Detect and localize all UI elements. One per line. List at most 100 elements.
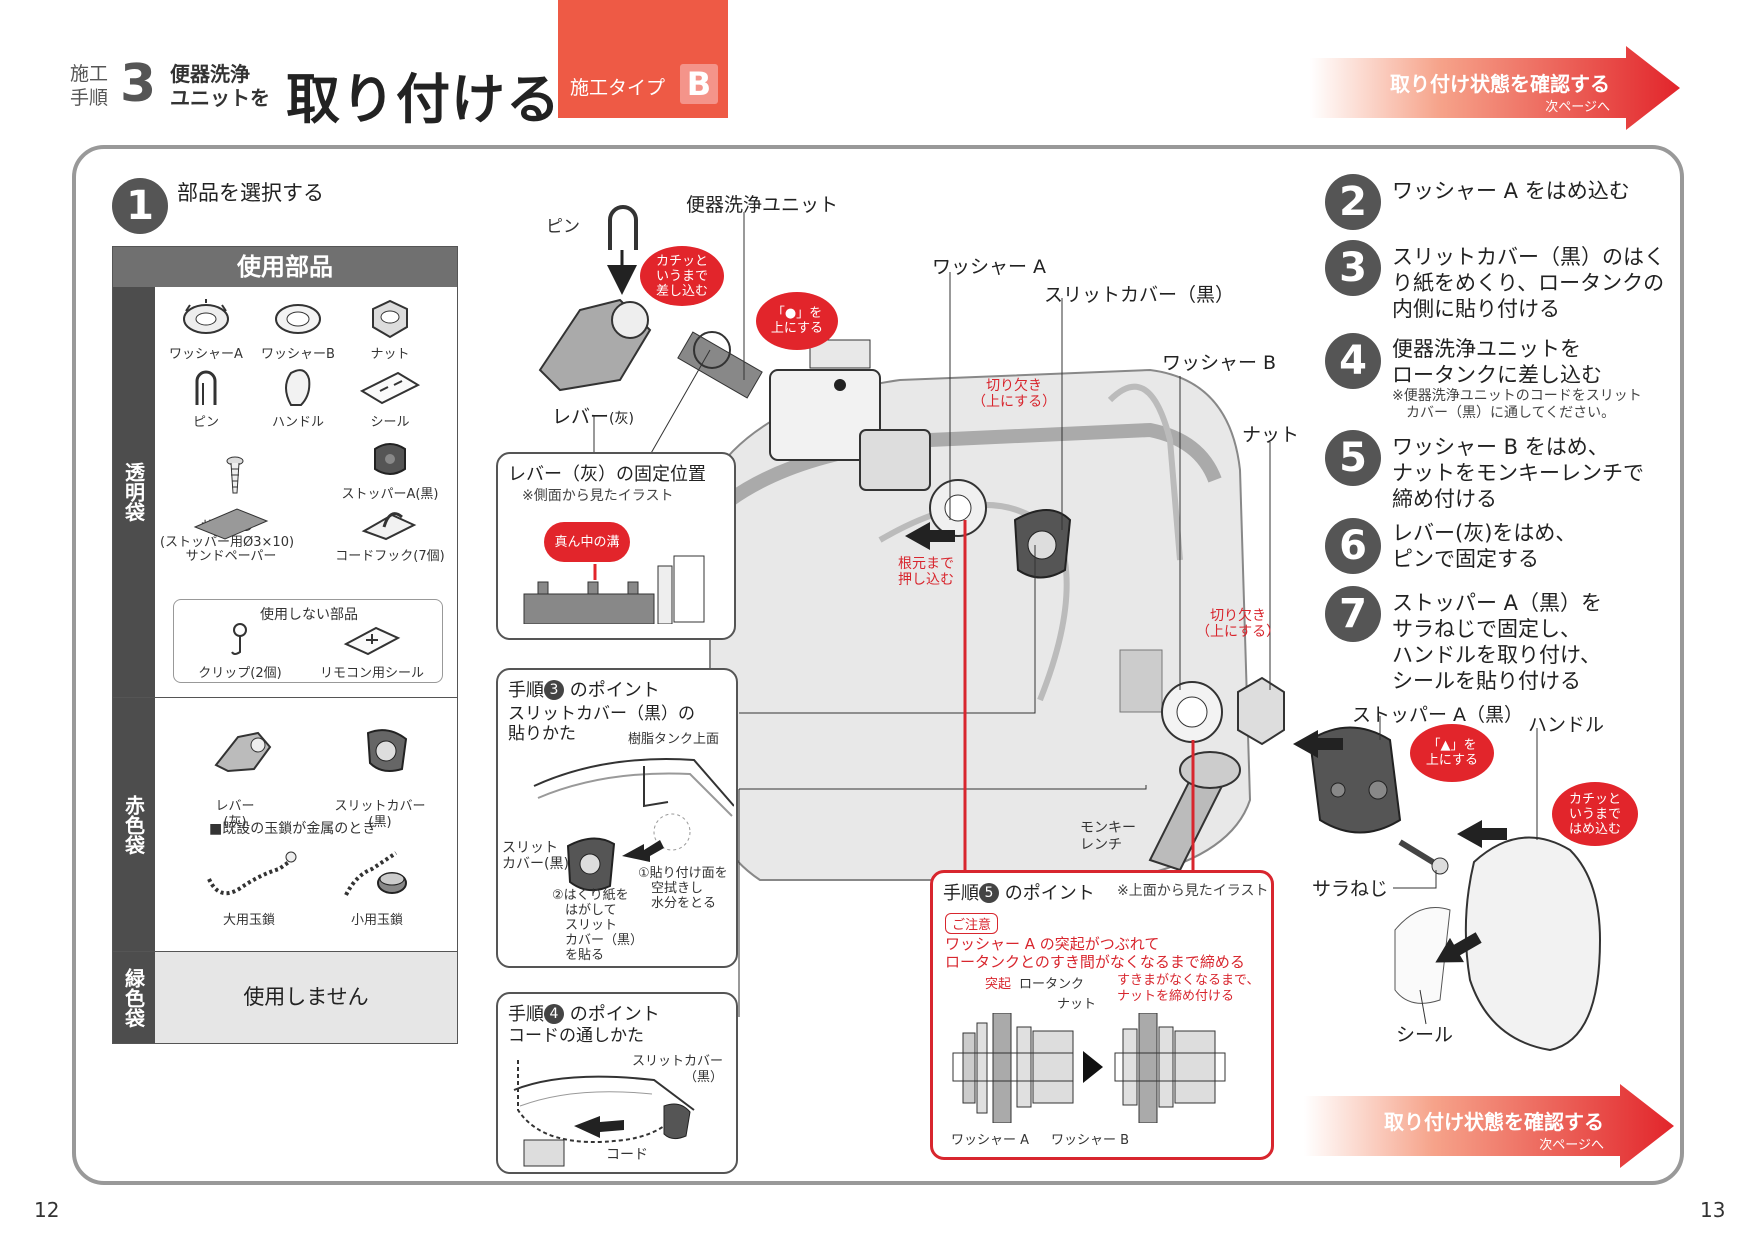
step1-title: 部品を選択する (177, 181, 324, 205)
stopper-label: ストッパー A（黒） (1352, 704, 1524, 726)
part-small-chain: 小用玉鎖 (317, 849, 437, 929)
header-subtitle: 便器洗浄 ユニットを (170, 62, 270, 110)
part-large-chain: 大用玉鎖 (189, 849, 309, 929)
point3-subtitle: スリットカバー（黒）の 貼りかた (508, 704, 695, 744)
part-handle: ハンドル (253, 367, 343, 431)
arrow-right-icon (1304, 1084, 1674, 1168)
point5-warning: ワッシャー A の突起がつぶれて ロータンクとのすき間がなくなるまで締める (945, 935, 1245, 971)
construction-type-badge: 施工タイプ B (558, 0, 728, 118)
part-lever-gray: レバー (灰) (175, 709, 295, 863)
unused-parts-box: 使用しない部品 クリップ(2個) リモコン用シール (173, 599, 443, 683)
next-page-sub: 次ページへ (1545, 100, 1610, 115)
step3-text: スリットカバー（黒）のはく り紙をめくり、ロータンクの 内側に貼り付ける (1392, 245, 1665, 321)
part-sandpaper: サンドペーパー (161, 505, 301, 565)
washer-a-icon (183, 299, 229, 334)
parts-table: 使用部品 透明袋 赤色袋 緑色袋 ワッシャーA ワッシャーB ナット ピン ハン… (112, 246, 458, 1044)
large-chain-icon (207, 851, 297, 896)
red-bag-label: 赤色袋 (113, 698, 155, 952)
unused-parts-title: 使用しない部品 (260, 607, 358, 623)
seal-label: シール (1396, 1024, 1454, 1046)
pin-label: ピン (546, 217, 580, 237)
step1-number: 1 (112, 178, 168, 234)
step4-note: ※便器洗浄ユニットのコードをスリット カバー（黒）に通してください。 (1392, 388, 1642, 421)
lever-position-title: レバー（灰）の固定位置 (508, 464, 706, 485)
point4-cord-label: コード (606, 1147, 648, 1163)
next-page-label: 取り付け状態を確認する (1384, 1110, 1604, 1134)
point4-illustration (513, 1060, 695, 1167)
lever-position-box: レバー（灰）の固定位置 ※側面から見たイラスト 真ん中の溝 (496, 452, 736, 640)
small-chain-icon (344, 851, 407, 896)
part-washer-b: ワッシャーB (253, 299, 343, 363)
remote-seal-icon (343, 626, 401, 656)
clip-icon (231, 623, 247, 655)
wrench-label: モンキー レンチ (1080, 820, 1136, 853)
point5-washer-b-label: ワッシャー B (1051, 1133, 1130, 1148)
low-tank-label: ロータンク (1019, 977, 1085, 992)
cord-hook-icon (361, 512, 417, 541)
caution-badge: ご注意 (945, 913, 999, 934)
green-bag-text: 使用しません (155, 952, 457, 1043)
seal-icon (359, 371, 421, 405)
point3-note2: ②はくり紙を はがして スリット カバー（黒） を貼る (552, 888, 644, 963)
step6-text: レバー(灰)をはめ、 ピンで固定する (1392, 521, 1577, 571)
step2-text: ワッシャー A をはめ込む (1392, 179, 1630, 203)
sandpaper-icon (193, 508, 269, 540)
notch-label-1: 切り欠き （上にする） (972, 378, 1057, 410)
lever-icon (214, 731, 272, 773)
point5-view-note: ※上面から見たイラスト (1117, 883, 1269, 899)
washer-b-icon (275, 304, 321, 334)
tank-top-label: 樹脂タンク上面 (628, 732, 720, 747)
page-title: 取り付ける (286, 68, 561, 131)
tighten-note: すきまがなくなるまで、 ナットを締め付ける (1117, 973, 1260, 1004)
green-bag-label: 緑色袋 (113, 952, 155, 1043)
next-page-arrow-top[interactable]: 取り付け状態を確認する 次ページへ (1310, 46, 1680, 130)
dot-up-bubble: 「●」を 上にする (756, 292, 838, 350)
handle-label: ハンドル (1528, 714, 1605, 736)
triangle-up-bubble: 「▲」を 上にする (1410, 724, 1494, 782)
lever-position-note: ※側面から見たイラスト (522, 488, 674, 504)
flush-unit-label: 便器洗浄ユニット (686, 194, 839, 216)
step6-number: 6 (1325, 518, 1381, 574)
point3-illustration (533, 758, 734, 892)
slit-cover-label: スリットカバー（黒） (1044, 284, 1235, 306)
nut-icon (372, 299, 408, 339)
handle-icon (285, 369, 311, 406)
push-label: 根元まで 押し込む (898, 556, 954, 588)
section-divider (113, 951, 457, 952)
next-page-arrow-bottom[interactable]: 取り付け状態を確認する 次ページへ (1304, 1084, 1674, 1168)
parts-table-heading: 使用部品 (113, 247, 457, 287)
step-number: 3 (120, 54, 157, 114)
pin-icon (195, 370, 217, 405)
next-page-sub: 次ページへ (1539, 1138, 1604, 1153)
stopper-icon (374, 443, 406, 475)
step7-text: ストッパー A（黒）を サラねじで固定し、 ハンドルを取り付け、 シールを貼り付… (1392, 591, 1603, 693)
protrusion-label: 突起 (985, 977, 1012, 992)
construction-type-letter: B (680, 64, 718, 104)
point4-slit-cover-label: スリットカバー （黒） (632, 1054, 724, 1085)
part-washer-a: ワッシャーA (161, 299, 251, 363)
step-label: 施工 手順 (70, 63, 109, 109)
step5-number: 5 (1325, 430, 1381, 486)
part-seal: シール (345, 367, 435, 431)
arrow-right-icon (1310, 46, 1680, 130)
step2-number: 2 (1325, 174, 1381, 230)
part-stopper-a: ストッパーA(黒) (325, 439, 455, 503)
section-divider (113, 697, 457, 698)
step3-number: 3 (1325, 240, 1381, 296)
part-slit-cover: スリットカバー (黒) (305, 709, 455, 863)
pin-click-bubble: カチッと いうまで 差し込む (640, 246, 724, 306)
notch-label-2: 切り欠き （上にする） (1196, 608, 1281, 640)
point4-subtitle: コードの通しかた (508, 1026, 644, 1046)
point5-nut-label: ナット (1057, 997, 1097, 1012)
point3-note1: ①貼り付け面を 空拭きし 水分をとる (638, 866, 728, 911)
handle-click-bubble: カチッと いうまで はめ込む (1552, 782, 1638, 846)
step4-text: 便器洗浄ユニットを ロータンクに差し込む (1392, 337, 1602, 387)
washer-a-label: ワッシャー A (932, 256, 1047, 278)
part-nut: ナット (345, 299, 435, 363)
middle-groove-bubble: 真ん中の溝 (544, 522, 630, 562)
step4-number: 4 (1325, 333, 1381, 389)
